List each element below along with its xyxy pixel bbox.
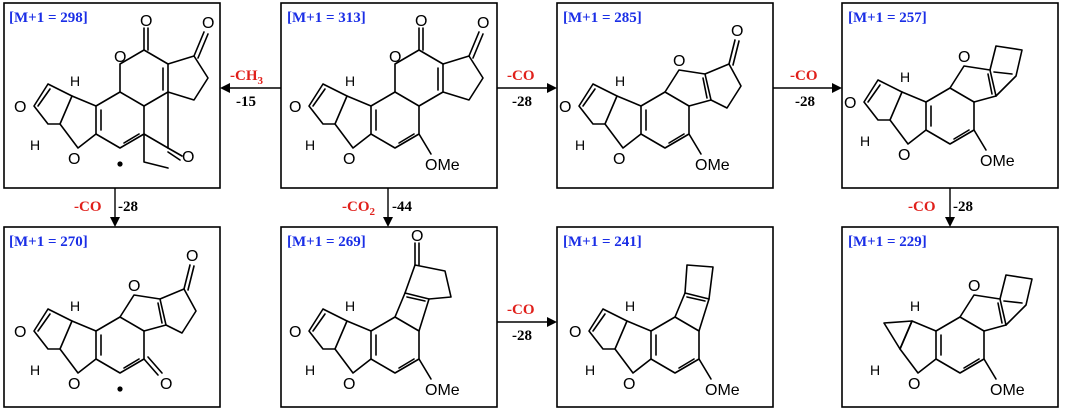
hydrogen-label: H (900, 69, 910, 85)
methoxy-label: OMe (990, 382, 1025, 399)
oxygen-label: O (289, 324, 301, 341)
methoxy-label: OMe (425, 382, 460, 399)
box-257 (841, 2, 1059, 189)
box-285 (556, 2, 774, 189)
loss-label: -CO (74, 199, 102, 215)
loss-label: -CO (507, 302, 535, 318)
structure-298: O O O O O O H H (14, 13, 214, 169)
box-229 (841, 226, 1059, 408)
arrow-313-to-285: -CO -28 (497, 68, 557, 110)
oxygen-label: O (114, 49, 126, 66)
oxygen-label: O (844, 95, 856, 112)
label-mz-313: [M+1 = 313] (287, 10, 366, 26)
hydrogen-label: H (585, 362, 595, 378)
arrow-257-to-229: -CO -28 (908, 188, 973, 227)
methoxy-label: OMe (705, 382, 740, 399)
arrow-298-to-270: -CO -28 (74, 188, 138, 227)
oxygen-label: O (128, 278, 140, 295)
arrow-313-to-298: -CH3 -15 (220, 68, 281, 110)
hydrogen-label: H (345, 73, 355, 89)
oxygen-label: O (343, 376, 355, 393)
oxygen-label: O (673, 53, 685, 70)
oxygen-label: O (68, 376, 80, 393)
hydrogen-label: H (305, 362, 315, 378)
oxygen-label: O (731, 23, 743, 40)
hydrogen-label: H (625, 298, 635, 314)
oxygen-label: O (14, 99, 26, 116)
loss-label: -CH3 (230, 68, 264, 87)
oxygen-label: O (389, 49, 401, 66)
oxygen-label: O (415, 13, 427, 30)
mass-change-label: -28 (512, 328, 532, 344)
label-mz-270: [M+1 = 270] (9, 234, 88, 250)
structure-241: OMe O O H H (569, 264, 740, 399)
label-mz-269: [M+1 = 269] (287, 234, 366, 250)
oxygen-label: O (569, 324, 581, 341)
oxygen-label: O (182, 149, 194, 166)
oxygen-label: O (202, 15, 214, 32)
mass-change-label: -15 (236, 94, 256, 110)
oxygen-label: O (477, 15, 489, 32)
loss-label: -CO (908, 199, 936, 215)
hydrogen-label: H (70, 73, 80, 89)
oxygen-label: O (186, 248, 198, 265)
loss-label: -CO (790, 68, 818, 84)
hydrogen-label: H (70, 298, 80, 314)
oxygen-label: O (908, 376, 920, 393)
structure-285: O O OMe O O H H (559, 23, 743, 174)
structure-270: O O O O O H H (14, 248, 198, 393)
label-mz-229: [M+1 = 229] (848, 234, 927, 250)
arrow-313-to-269: -CO2 -44 (342, 188, 412, 227)
box-241 (556, 226, 774, 408)
box-298 (3, 2, 221, 189)
loss-label: -CO (507, 68, 535, 84)
hydrogen-label: H (860, 133, 870, 149)
arrow-285-to-257: -CO -28 (773, 68, 842, 110)
hydrogen-label: H (305, 137, 315, 153)
oxygen-label: O (411, 228, 423, 245)
oxygen-label: O (898, 147, 910, 164)
label-mz-298: [M+1 = 298] (9, 10, 88, 26)
oxygen-label: O (68, 151, 80, 168)
arrow-269-to-241: -CO -28 (497, 302, 557, 344)
box-313 (280, 2, 498, 189)
methoxy-label: OMe (695, 157, 730, 174)
hydrogen-label: H (30, 137, 40, 153)
box-269 (280, 226, 498, 408)
mass-change-label: -28 (512, 94, 532, 110)
oxygen-label: O (968, 278, 980, 295)
mass-change-label: -28 (953, 199, 973, 215)
oxygen-label: O (623, 376, 635, 393)
box-270 (3, 226, 221, 408)
structure-269: O OMe O O H H (289, 228, 460, 399)
mass-change-label: -28 (118, 199, 138, 215)
oxygen-label: O (613, 151, 625, 168)
hydrogen-label: H (575, 137, 585, 153)
oxygen-label: O (289, 99, 301, 116)
oxygen-label: O (343, 151, 355, 168)
mass-change-label: -44 (392, 199, 412, 215)
structure-257: O OMe O O H H (844, 45, 1023, 170)
label-mz-241: [M+1 = 241] (563, 234, 642, 250)
structure-313: O O O OMe O O H H (289, 13, 489, 174)
hydrogen-label: H (30, 362, 40, 378)
label-mz-285: [M+1 = 285] (563, 10, 642, 26)
methoxy-label: OMe (980, 153, 1015, 170)
hydrogen-label: H (910, 298, 920, 314)
oxygen-label: O (958, 49, 970, 66)
label-mz-257: [M+1 = 257] (848, 10, 927, 26)
oxygen-label: O (160, 376, 172, 393)
structure-229: O OMe O H H (870, 274, 1033, 399)
methoxy-label: OMe (425, 157, 460, 174)
hydrogen-label: H (615, 73, 625, 89)
oxygen-label: O (559, 99, 571, 116)
hydrogen-label: H (345, 298, 355, 314)
mass-change-label: -28 (795, 94, 815, 110)
oxygen-label: O (14, 324, 26, 341)
hydrogen-label: H (870, 362, 880, 378)
loss-label: -CO2 (342, 199, 376, 218)
oxygen-label: O (140, 13, 152, 30)
